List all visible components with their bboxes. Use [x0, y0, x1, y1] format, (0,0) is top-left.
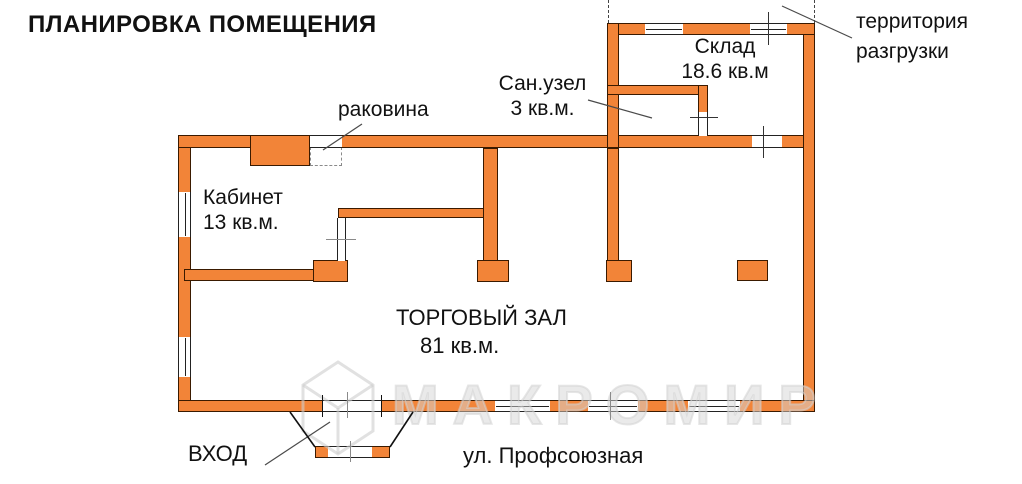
jamb-entrance-right [381, 395, 382, 417]
jamb-entrance-left [322, 395, 323, 417]
sink-counter-block [250, 135, 310, 166]
wall-office-bottom [184, 269, 315, 281]
room-name-bathroom: Сан.узел [498, 72, 587, 95]
entrance-door-opening [323, 400, 382, 412]
room-name-warehouse: Склад [694, 35, 756, 58]
room-area-warehouse: 18.6 кв.м [681, 60, 769, 83]
tick-warehouse-window [768, 12, 769, 45]
sink-label: раковина [338, 98, 429, 121]
pillar-2 [477, 260, 509, 282]
porch-slant-left [289, 411, 316, 448]
street-label: ул. Профсоюзная [463, 443, 644, 468]
wall-bathroom-top [607, 85, 708, 95]
unloading-label: территория разгрузки [856, 9, 968, 64]
window-bottom-3 [688, 400, 740, 412]
tick-bathroom-door [690, 117, 718, 118]
pillar-3 [606, 260, 632, 282]
pillar-4 [737, 260, 768, 281]
bathroom-door-opening [698, 112, 708, 136]
window-bottom-1 [495, 400, 550, 412]
window-warehouse-1 [645, 23, 683, 35]
tick-entrance-door [347, 392, 348, 418]
tick-warehouse-door [763, 126, 764, 158]
room-name-office: Кабинет [203, 186, 283, 209]
pillar-1 [313, 260, 348, 282]
room-area-hall: 81 кв.м. [420, 333, 500, 358]
wall-corridor [607, 148, 619, 262]
room-label-bathroom: Сан.узел 3 кв.м. [475, 71, 610, 121]
wall-interior-vertical [483, 148, 498, 262]
window-bottom-2 [588, 400, 638, 412]
wall-interior-horizontal [338, 208, 498, 218]
porch-slant-right [389, 411, 414, 448]
unloading-label-line1: территория [856, 10, 968, 33]
wall-bathroom-right [698, 85, 708, 115]
room-area-bathroom: 3 кв.м. [510, 97, 575, 120]
unloading-boundary-left [608, 0, 609, 23]
page-title: ПЛАНИРОВКА ПОМЕЩЕНИЯ [28, 11, 377, 38]
leader-entrance [264, 421, 331, 466]
room-name-hall: ТОРГОВЫЙ ЗАЛ [396, 305, 567, 330]
room-label-office: Кабинет 13 кв.м. [203, 185, 283, 235]
window-left-2 [178, 337, 191, 377]
unloading-label-line2: разгрузки [856, 40, 949, 63]
tick-porch-door [350, 441, 351, 462]
sink-dashed-outline [310, 147, 342, 166]
unloading-boundary-right [814, 0, 815, 23]
window-left-1 [178, 192, 191, 237]
tick-bottom-window [610, 392, 611, 420]
warehouse-door-opening [752, 135, 782, 148]
tick-office-door [326, 239, 356, 240]
entrance-label: ВХОД [188, 441, 248, 466]
sink-niche-opening [310, 135, 342, 148]
room-label-warehouse: Склад 18.6 кв.м [640, 34, 810, 84]
room-area-office: 13 кв.м. [203, 211, 279, 234]
